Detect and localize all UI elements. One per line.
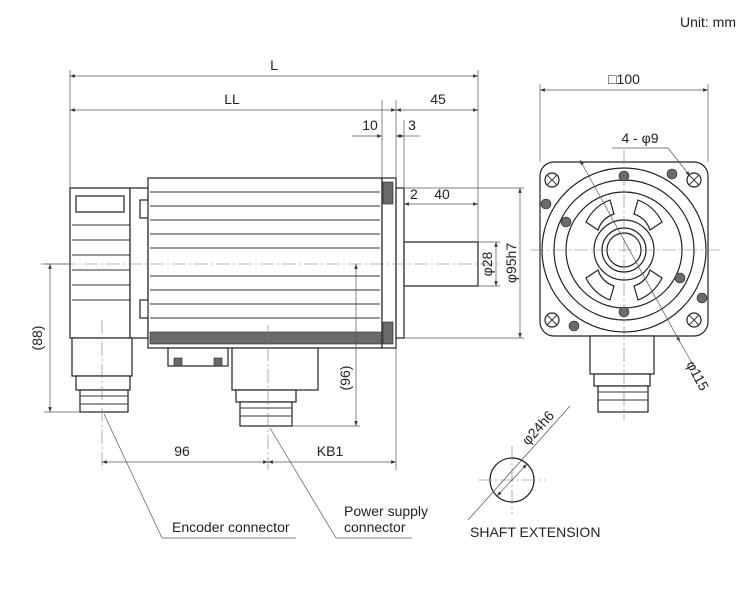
- encoder-fins: [72, 224, 130, 301]
- dim-3: 3: [408, 117, 416, 133]
- shaft-extension-leader: [467, 405, 571, 521]
- side-view: [40, 177, 500, 470]
- dim-overall-length: L: [270, 57, 278, 73]
- frame-fins: [150, 191, 380, 319]
- encoder-cap: [75, 195, 125, 213]
- side-dimensions: L LL 45 10 3 2 40 φ28 φ95h7 (88): [29, 57, 524, 470]
- dim-height-96: (96): [337, 366, 353, 391]
- front-connector-plug: [597, 385, 649, 413]
- dim-shaft-diameter: φ28: [479, 251, 495, 276]
- dim-40: 40: [434, 186, 450, 202]
- encoder-connector-plug: [79, 389, 129, 413]
- callouts: Encoder connector Power supply connector: [103, 413, 428, 539]
- power-connector-base: [167, 347, 229, 367]
- flange-bolt-bottom: [382, 321, 394, 345]
- dim-flange-square: □100: [608, 71, 640, 87]
- power-connector-plug: [239, 401, 293, 427]
- dim-pilot-diameter: φ95h7: [503, 243, 519, 283]
- dim-2: 2: [410, 186, 418, 202]
- encoder-connector-label: Encoder connector: [172, 519, 290, 535]
- pilot-spigot: [395, 187, 405, 339]
- dim-bolt-holes: 4 - φ9: [621, 130, 658, 146]
- shaft-extension-view: φ24h6 SHAFT EXTENSION: [467, 405, 600, 540]
- dim-96: 96: [174, 443, 190, 459]
- unit-label: Unit: mm: [680, 14, 736, 30]
- frame-bottom-band: [149, 331, 383, 345]
- dim-kb1: KB1: [317, 443, 344, 459]
- encoder-housing: [69, 187, 131, 339]
- flange-bolt-top: [382, 181, 394, 205]
- corner-holes: [544, 172, 702, 328]
- power-connector-body: [231, 347, 319, 391]
- shaft-extension-label: SHAFT EXTENSION: [470, 524, 600, 540]
- dim-body-length: LL: [224, 91, 240, 107]
- power-connector-label-2: connector: [344, 519, 406, 535]
- front-connector-nut: [593, 373, 651, 387]
- dim-10: 10: [362, 117, 378, 133]
- power-connector-label-1: Power supply: [344, 503, 428, 519]
- front-connector-body: [589, 335, 655, 375]
- power-connector-nut: [235, 389, 297, 403]
- dim-pcd: φ115: [683, 358, 712, 393]
- encoder-connector-nut: [75, 375, 131, 391]
- dim-height-88: (88): [29, 326, 45, 351]
- dim-shaft-length: 45: [430, 91, 446, 107]
- motor-frame: [147, 177, 383, 349]
